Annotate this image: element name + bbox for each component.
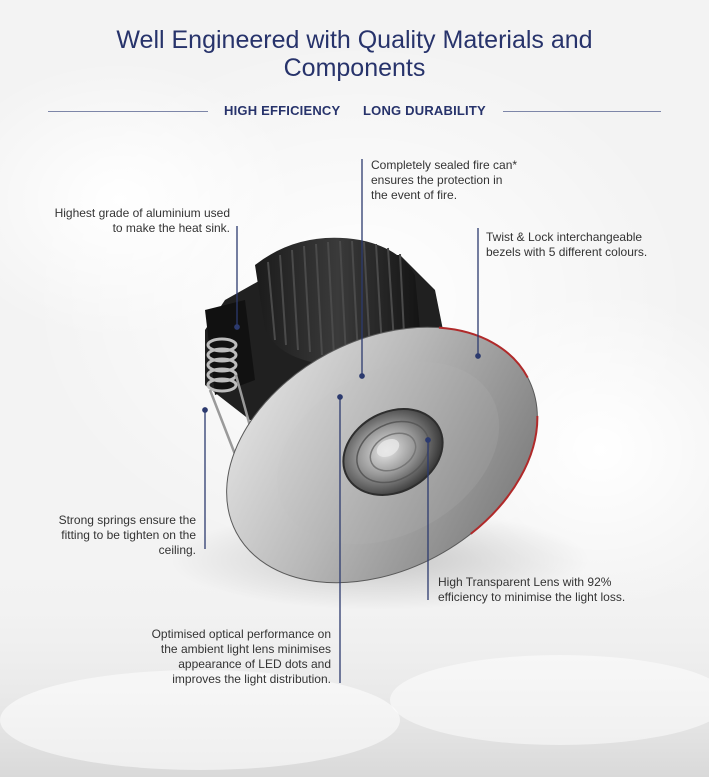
callout-optics-line: improves the light distribution. bbox=[172, 672, 331, 686]
callout-bezels-line: bezels with 5 different colours. bbox=[486, 245, 648, 259]
callout-aluminium-line: to make the heat sink. bbox=[112, 221, 230, 235]
callout-optics-line: the ambient light lens minimises bbox=[160, 642, 331, 656]
callout-fire-can-line: the event of fire. bbox=[371, 188, 458, 202]
callout-bezels: Twist & Lock interchangeable bezels with… bbox=[486, 230, 647, 260]
callout-fire-can-line: Completely sealed fire can* bbox=[371, 158, 518, 172]
callout-optics: Optimised optical performance on the amb… bbox=[110, 627, 331, 687]
page-title-line-1: Well Engineered with Quality Materials a… bbox=[116, 26, 593, 54]
page-title-line-2: Components bbox=[283, 54, 426, 82]
callout-springs-line: Strong springs ensure the bbox=[58, 513, 196, 527]
callout-springs-line: ceiling. bbox=[158, 543, 196, 557]
callout-lens-line: efficiency to minimise the light loss. bbox=[438, 590, 626, 604]
callout-optics-line: Optimised optical performance on bbox=[151, 627, 331, 641]
divider-right bbox=[503, 111, 661, 112]
callout-lens-line: High Transparent Lens with 92% bbox=[438, 575, 612, 589]
callout-springs: Strong springs ensure the fitting to be … bbox=[30, 513, 196, 558]
divider-left bbox=[48, 111, 208, 112]
callout-aluminium: Highest grade of aluminium used to make … bbox=[28, 206, 230, 236]
callout-lens: High Transparent Lens with 92% efficienc… bbox=[438, 575, 625, 605]
page-title: Well Engineered with Quality Materials a… bbox=[0, 26, 709, 82]
callout-fire-can: Completely sealed fire can* ensures the … bbox=[371, 158, 517, 203]
callout-springs-line: fitting to be tighten on the bbox=[61, 528, 196, 542]
tag-long-durability: LONG DURABILITY bbox=[363, 103, 486, 118]
tag-high-efficiency: HIGH EFFICIENCY bbox=[224, 103, 341, 118]
callout-optics-line: appearance of LED dots and bbox=[178, 657, 331, 671]
callout-fire-can-line: ensures the protection in bbox=[371, 173, 503, 187]
callout-bezels-line: Twist & Lock interchangeable bbox=[486, 230, 643, 244]
callout-aluminium-line: Highest grade of aluminium used bbox=[54, 206, 230, 220]
